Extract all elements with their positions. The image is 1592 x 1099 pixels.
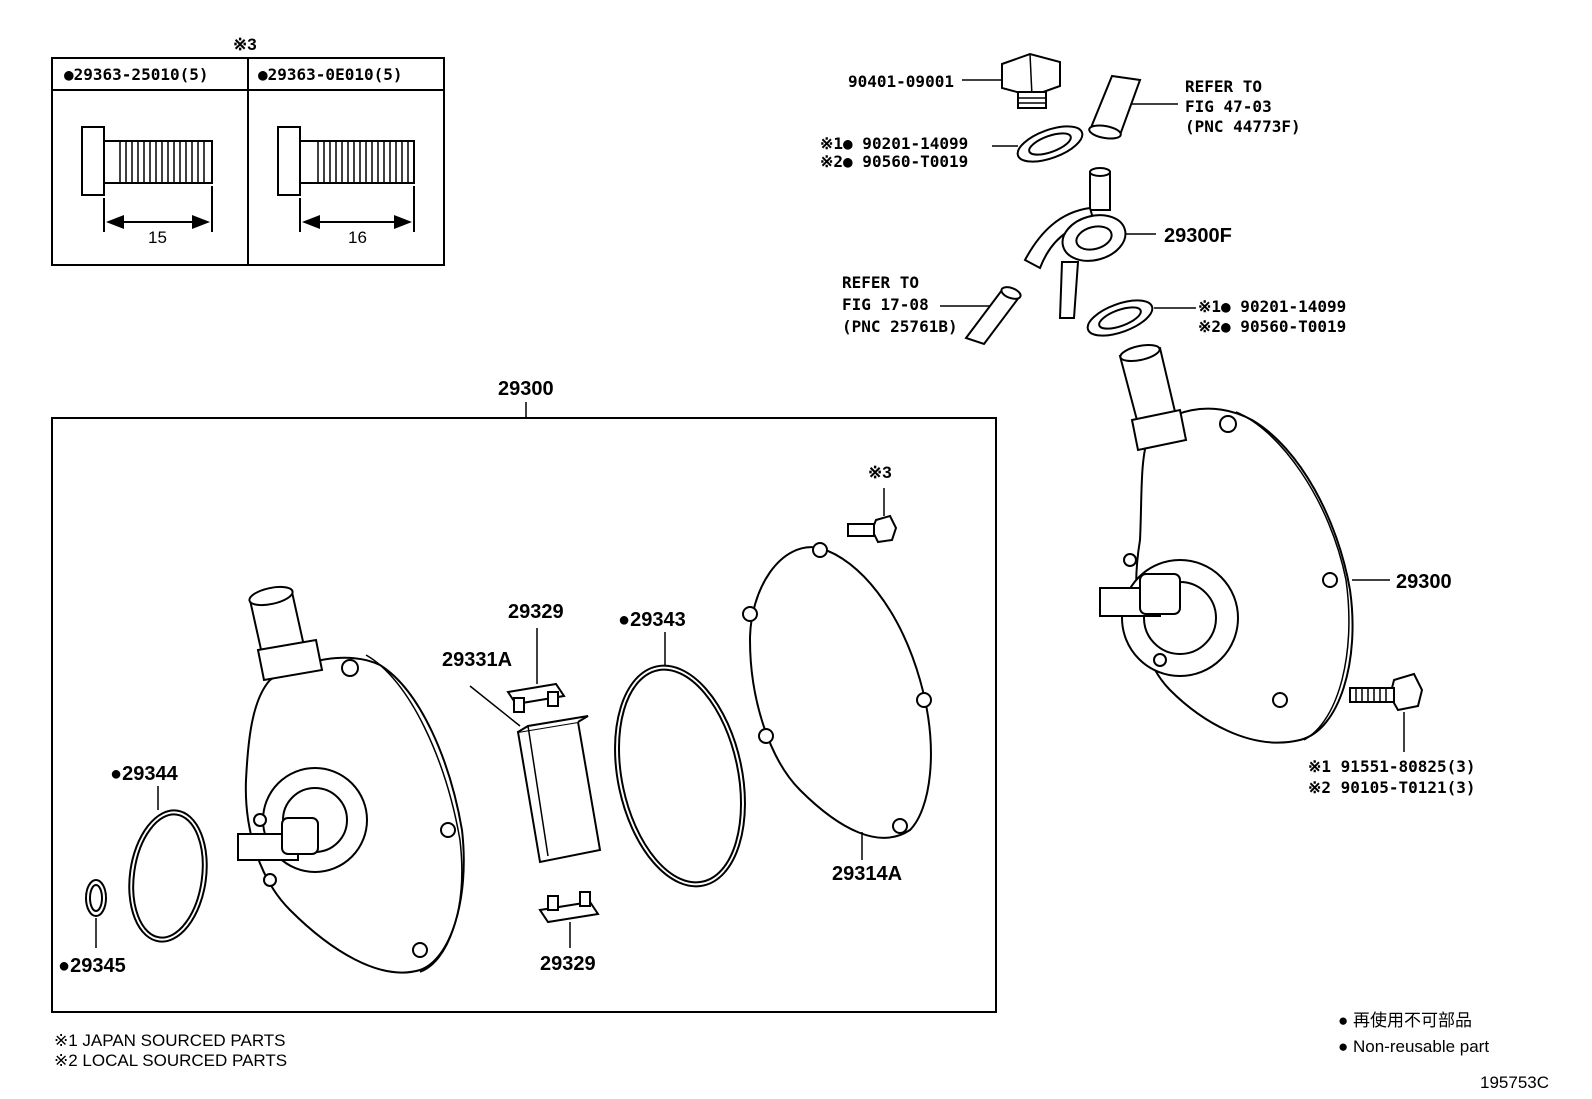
refer-upper-line-2: FIG 47-03 [1185,97,1272,116]
note-japan-sourced: ※1 JAPAN SOURCED PARTS [54,1031,286,1050]
pump-body-drawing [237,585,465,974]
assembled-pump-drawing [1099,343,1354,744]
bolt-label-2: ※2 90105-T0121(3) [1308,778,1476,797]
figure-id: 195753C [1480,1073,1549,1092]
lower-gasket-drawing [1086,299,1154,337]
union-fitting-drawing [1023,167,1127,319]
stud-1-drawing: 15 [81,126,213,247]
legend-japanese: ● 再使用不可部品 [1338,1010,1472,1030]
vane-bottom-label: 29329 [540,953,596,975]
refer-lower-line-1: REFER TO [842,273,919,292]
refer-lower-line-3: (PNC 25761B) [842,317,958,336]
vane-top-drawing [506,682,566,713]
stud-2-drawing: 16 [277,126,415,247]
mounting-bolt-drawing [1349,672,1424,712]
note-local-sourced: ※2 LOCAL SOURCED PARTS [54,1051,287,1070]
vane-top-label: 29329 [508,601,564,623]
vane-bottom-drawing [538,891,600,924]
upper-gasket-label-1: ※1● 90201-14099 [820,134,968,153]
oring-mid-label: ●29344 [110,763,179,785]
upper-hose-drawing [1088,74,1142,140]
exploded-view-frame [51,417,997,1013]
refer-upper-line-1: REFER TO [1185,77,1262,96]
lower-gasket-label-1: ※1● 90201-14099 [1198,297,1346,316]
oring-large-label: ●29343 [618,609,686,631]
upper-gasket-label-2: ※2● 90560-T0019 [820,152,968,171]
assembly-top-label: 29300 [498,378,554,400]
screw-note-mark: ※3 [868,463,892,482]
plug-bolt-drawing [1001,52,1061,109]
stud-part-1-label: ●29363-25010(5) [64,65,209,84]
bolt-label-1: ※1 91551-80825(3) [1308,757,1476,776]
lower-hose-drawing [964,286,1022,346]
cover-screw-drawing [847,514,898,544]
assembly-right-label: 29300 [1396,571,1452,593]
legend-non-reusable: ● Non-reusable part [1338,1037,1489,1056]
plug-label: 90401-09001 [848,72,954,91]
union-label: 29300F [1164,225,1232,247]
rotor-drawing [516,715,602,864]
cover-plate-drawing [742,542,932,839]
stud-1-length: 15 [148,228,167,247]
oring-small-label: ●29345 [58,955,126,977]
refer-lower-line-2: FIG 17-08 [842,295,929,314]
rotor-label: 29331A [442,649,512,671]
stud-2-length: 16 [348,228,367,247]
lower-gasket-label-2: ※2● 90560-T0019 [1198,317,1346,336]
refer-upper-line-3: (PNC 44773F) [1185,117,1301,136]
small-oring-drawing [85,879,107,917]
stud-table-note-mark: ※3 [233,35,257,54]
large-oring-drawing [614,664,746,888]
upper-gasket-drawing [1016,125,1084,163]
cover-label: 29314A [832,863,902,885]
mid-oring-drawing [128,809,208,943]
stud-table: ※3 ●29363-25010(5) ●29363-0E010(5) [51,35,445,266]
stud-part-2-label: ●29363-0E010(5) [258,65,403,84]
